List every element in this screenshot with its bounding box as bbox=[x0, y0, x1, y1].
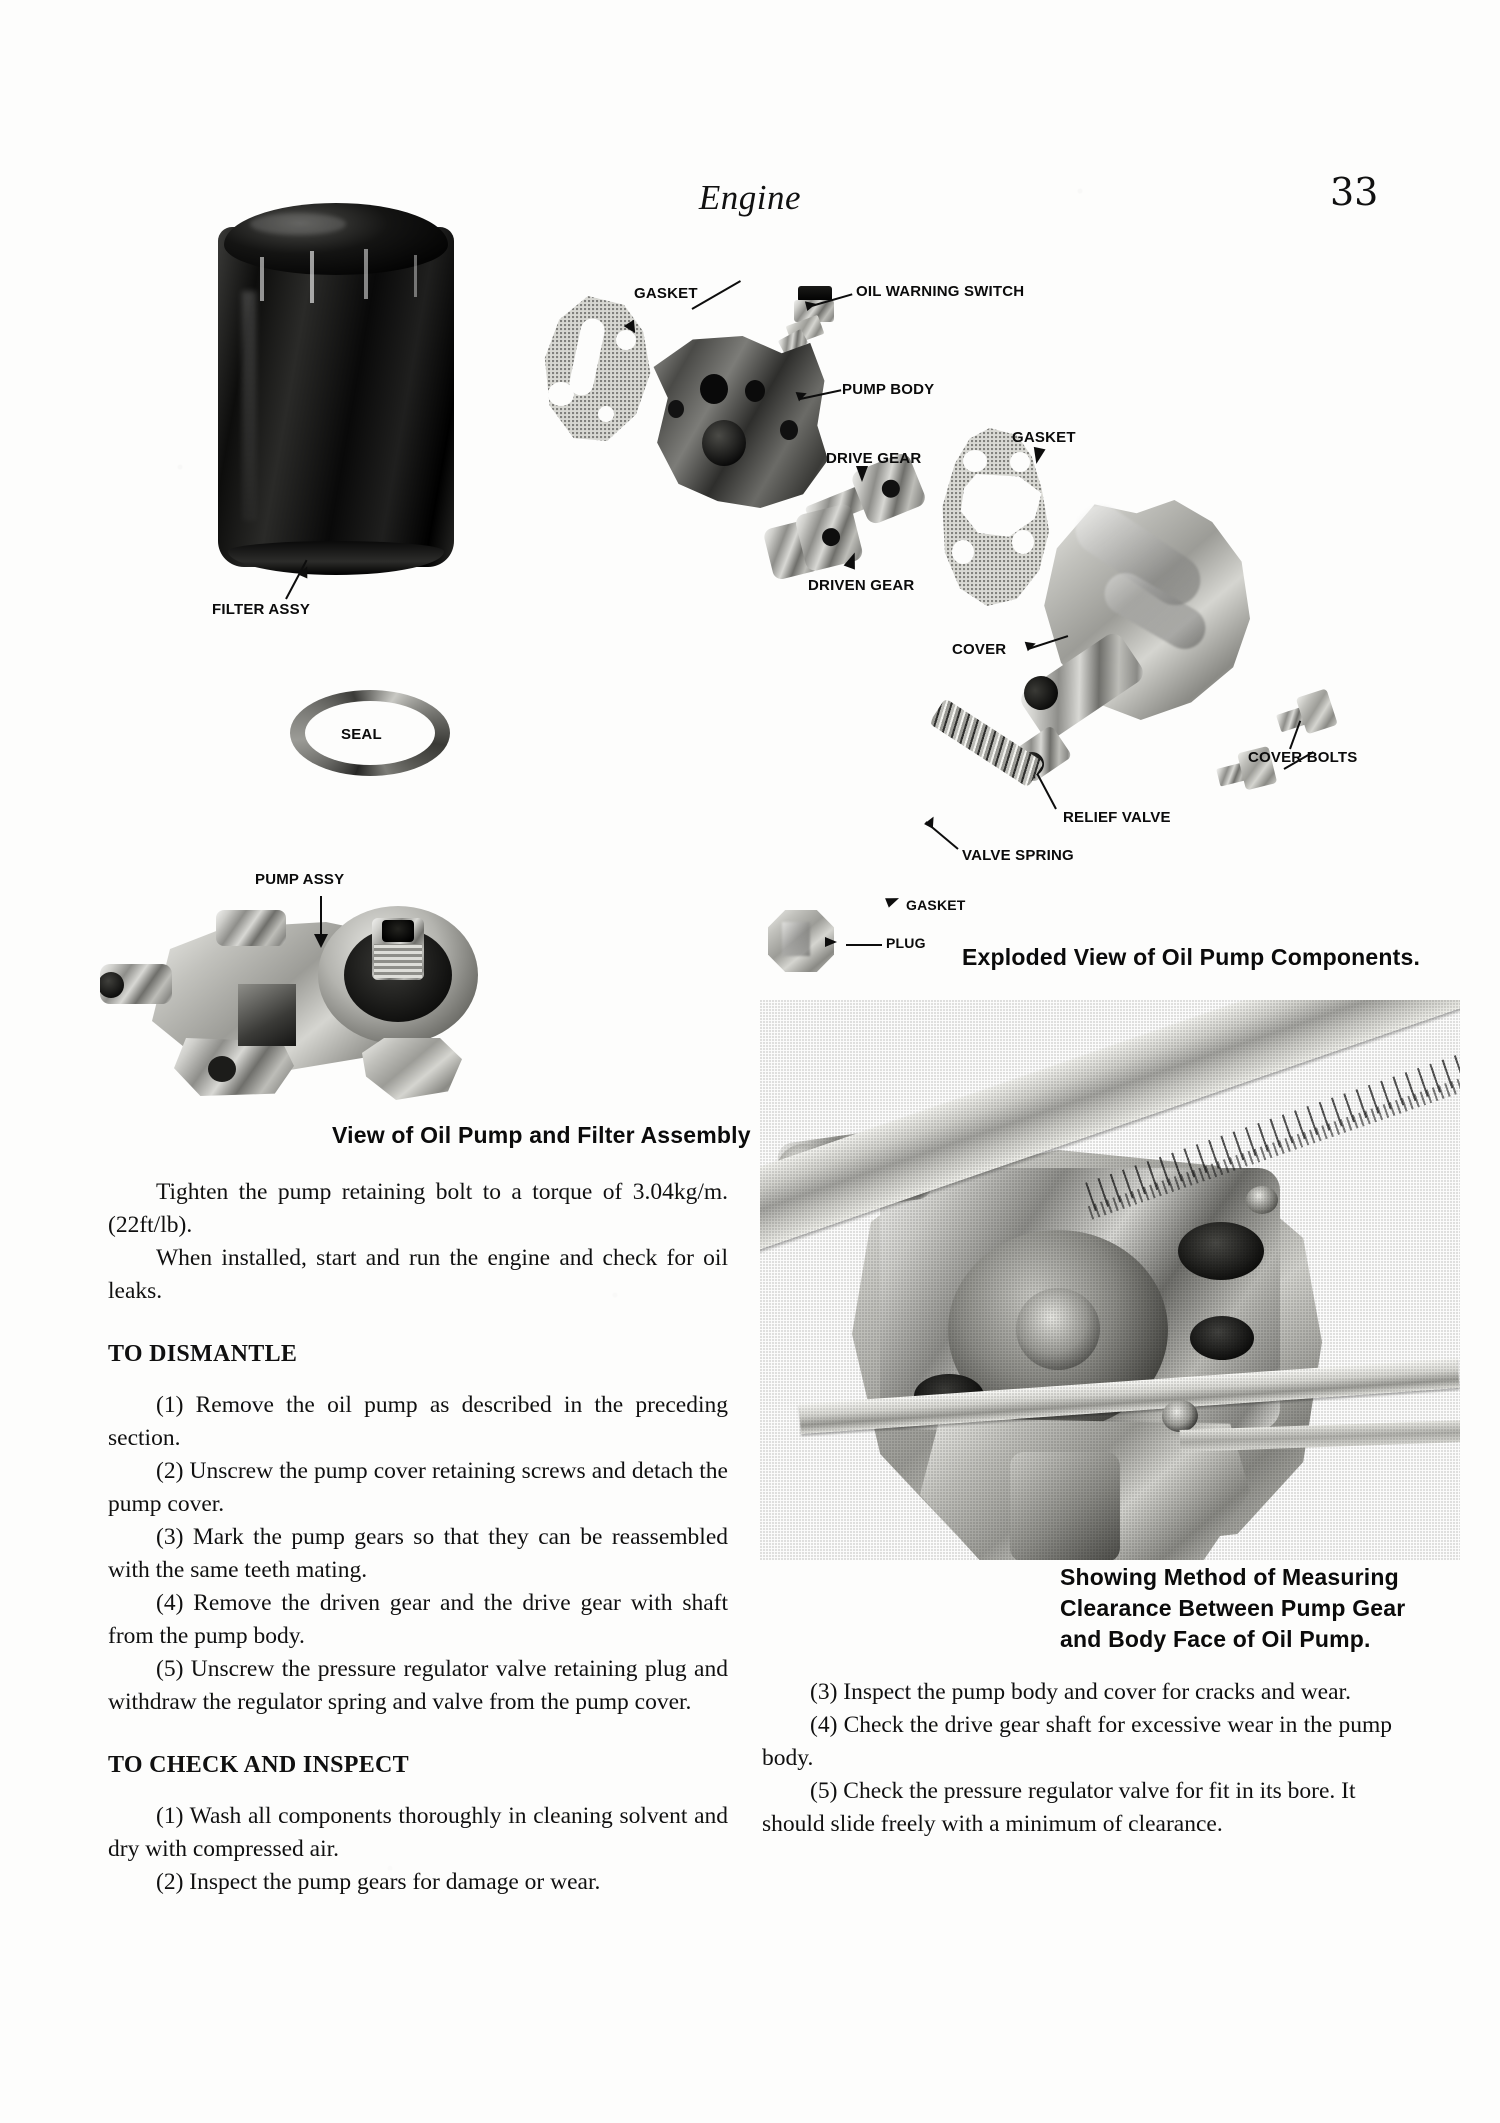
running-head: Engine bbox=[698, 178, 802, 217]
pump-cover-gasket-hole-4 bbox=[1010, 452, 1030, 472]
callout-valve-spring: VALVE SPRING bbox=[962, 847, 1074, 864]
pump-cover-gasket-hole-2 bbox=[1012, 530, 1034, 554]
arrowhead-plug bbox=[825, 937, 837, 947]
callout-gasket-middle: GASKET bbox=[1012, 429, 1076, 446]
gasket-upper-hole-2 bbox=[548, 382, 574, 406]
plug-gasket-washer bbox=[818, 880, 884, 936]
inspect-step-5: (5) Check the pressure regulator valve f… bbox=[762, 1778, 1356, 1837]
callout-gasket-plug: GASKET bbox=[906, 897, 966, 913]
arrowhead-valve-spring bbox=[924, 814, 938, 829]
gasket-upper-hole-3 bbox=[598, 406, 614, 422]
pump-cover-gasket-hole-3 bbox=[963, 450, 987, 472]
arrowhead-gasket-plug bbox=[885, 893, 901, 908]
caption-pump-filter-assembly: View of Oil Pump and Filter Assembly bbox=[332, 1122, 751, 1148]
caption-clearance-measurement: Showing Method of Measuring Clearance Be… bbox=[1060, 1564, 1406, 1652]
pump-body-gasket-upper bbox=[544, 296, 651, 442]
arrowhead-pump-assy bbox=[314, 934, 328, 948]
left-text-column: Tighten the pump retaining bolt to a tor… bbox=[108, 1176, 728, 1899]
pump-body-port-1 bbox=[700, 374, 728, 404]
oil-warning-switch-photo bbox=[777, 286, 842, 356]
heading-to-dismantle: TO DISMANTLE bbox=[108, 1341, 298, 1367]
inspect-step-2: (2) Inspect the pump gears for damage or… bbox=[156, 1869, 601, 1895]
arrowhead-drive-gear bbox=[856, 466, 868, 482]
callout-driven-gear: DRIVEN GEAR bbox=[808, 577, 915, 594]
pump-body-bore bbox=[702, 420, 746, 466]
callout-gasket-upper: GASKET bbox=[634, 285, 698, 302]
callout-filter-assy: FILTER ASSY bbox=[212, 601, 311, 618]
callout-pump-assy: PUMP ASSY bbox=[255, 871, 345, 888]
pump-body-port-4 bbox=[668, 400, 684, 418]
callout-oil-warning-switch: OIL WARNING SWITCH bbox=[856, 283, 1025, 300]
page-number: 33 bbox=[1330, 170, 1379, 214]
right-text-column: (3) Inspect the pump body and cover for … bbox=[762, 1676, 1392, 1841]
para-oil-leaks: When installed, start and run the engine… bbox=[108, 1245, 728, 1304]
callout-relief-valve: RELIEF VALVE bbox=[1063, 809, 1171, 826]
pump-body-port-3 bbox=[780, 420, 798, 440]
inspect-step-4: (4) Check the drive gear shaft for exces… bbox=[762, 1712, 1392, 1771]
dismantle-step-4: (4) Remove the driven gear and the drive… bbox=[108, 1590, 728, 1649]
para-torque: Tighten the pump retaining bolt to a tor… bbox=[108, 1179, 728, 1238]
leader-pump-assy bbox=[320, 896, 322, 938]
arrowhead-gasket-middle bbox=[1030, 446, 1046, 466]
oil-pump-filter-assembly-photo bbox=[100, 888, 556, 1114]
callout-drive-gear: DRIVE GEAR bbox=[826, 450, 922, 467]
pump-cover-gasket-hole-1 bbox=[952, 540, 974, 564]
dismantle-step-1: (1) Remove the oil pump as described in … bbox=[108, 1392, 728, 1451]
oil-filter-canister-photo bbox=[218, 195, 454, 585]
callout-plug: PLUG bbox=[886, 935, 926, 951]
dismantle-step-3: (3) Mark the pump gears so that they can… bbox=[108, 1524, 728, 1583]
gasket-upper-hole-1 bbox=[616, 330, 636, 350]
leader-plug bbox=[846, 944, 882, 946]
pump-body-photo bbox=[653, 336, 828, 508]
clearance-measurement-photo bbox=[760, 1000, 1460, 1560]
dismantle-step-5: (5) Unscrew the pressure regulator valve… bbox=[108, 1656, 728, 1715]
arrowhead-cover bbox=[1024, 638, 1038, 652]
inspect-step-3: (3) Inspect the pump body and cover for … bbox=[810, 1679, 1351, 1705]
cover-bolt-upper bbox=[1273, 688, 1339, 745]
callout-pump-body: PUMP BODY bbox=[842, 381, 935, 398]
leader-gasket-upper bbox=[691, 280, 741, 310]
caption-exploded-view: Exploded View of Oil Pump Components. bbox=[962, 944, 1421, 970]
dismantle-step-2: (2) Unscrew the pump cover retaining scr… bbox=[108, 1458, 728, 1517]
regulator-plug-facet bbox=[782, 922, 810, 956]
callout-seal: SEAL bbox=[341, 726, 382, 743]
callout-cover: COVER bbox=[952, 641, 1007, 658]
pump-body-port-2 bbox=[745, 380, 765, 402]
oil-filter-seal-ring bbox=[290, 690, 450, 776]
inspect-step-1: (1) Wash all components thoroughly in cl… bbox=[108, 1803, 728, 1862]
heading-to-check-and-inspect: TO CHECK AND INSPECT bbox=[108, 1752, 409, 1778]
